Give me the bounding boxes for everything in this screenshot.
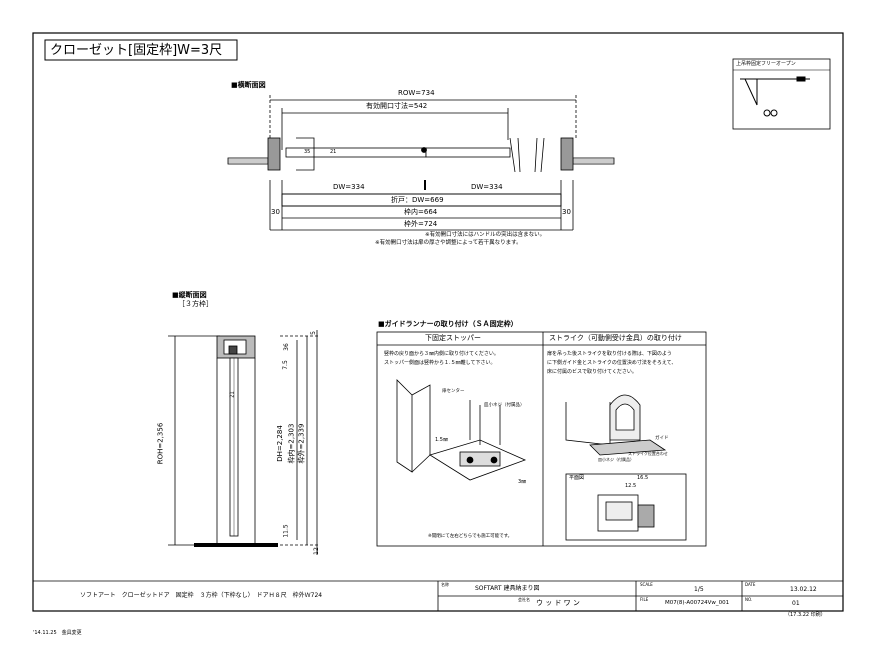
guide-right-label-1: ガイド xyxy=(655,436,669,441)
title-block-product: ソフトアート クローゼットドア 固定枠 ３方枠（下枠なし） ドアＨ８尺 枠外Ｗ7… xyxy=(80,592,323,599)
section-subheading: ［３方枠］ xyxy=(178,300,213,308)
section-frame-outer: 枠外=2,339 xyxy=(297,423,306,464)
title-block-company: ウ ッ ド ワ ン xyxy=(536,599,580,607)
guide-right-label-3: ストライク位置合わせ xyxy=(628,451,668,456)
title-block-no-label: NO. xyxy=(745,597,753,602)
guide-left-dim-2: 3㎜ xyxy=(518,479,527,485)
section-d75: 7.5 xyxy=(281,360,289,370)
plan-frame-inner: 枠内=664 xyxy=(404,208,438,216)
guide-left-label-2: 皿小ネジ（付属品） xyxy=(484,403,525,408)
title-block xyxy=(33,580,843,611)
guide-right-text-3: 床に付属のビスで取り付けてください。 xyxy=(547,369,637,375)
section-d5: 5 xyxy=(309,331,317,335)
section-frame-inner: 枠内=2,303 xyxy=(287,423,296,464)
section-d21: 21 xyxy=(229,391,236,398)
guide-right-sub: 平面図 xyxy=(569,475,585,481)
section-d12: 12 xyxy=(312,547,320,555)
plan-note-2: ※有効開口寸法は扉の厚さや調整によって若干異なります。 xyxy=(375,240,522,246)
section-roh: ROH=2,356 xyxy=(156,422,165,465)
page-title: クローゼット[固定枠]W=3尺 xyxy=(50,43,223,58)
title-block-print-date: （17.3.22 印刷） xyxy=(785,612,826,618)
legend-box xyxy=(732,58,831,130)
vertical-section xyxy=(168,330,320,555)
plan-section xyxy=(227,95,615,231)
plan-row: ROW=734 xyxy=(398,89,435,97)
guide-left-title: 下固定ストッパー xyxy=(425,334,481,342)
revision-note: '14.11.25 金具変更 xyxy=(33,630,82,636)
legend-symbol xyxy=(740,76,810,117)
plan-heading: ■横断面図 xyxy=(231,81,266,89)
section-d36: 36 xyxy=(282,343,290,351)
guide-left-dim-1: 1.5㎜ xyxy=(435,437,448,443)
plan-dim-35: 35 xyxy=(304,149,311,155)
title-block-date: 13.02.12 xyxy=(790,586,817,593)
title-block-name: SOFTART 建具納まり図 xyxy=(475,585,540,592)
section-d115: 11.5 xyxy=(282,524,290,538)
guide-right-text-1: 扉を吊った後ストライクを取り付ける際は、下図のよう xyxy=(547,351,672,357)
title-block-name-label: 名称 xyxy=(441,582,449,587)
section-heading: ■縦断面図 xyxy=(172,291,207,299)
title-block-no: 01 xyxy=(792,600,800,607)
plan-edge-left: 30 xyxy=(271,208,280,216)
title-block-file-label: FILE xyxy=(640,597,649,602)
guide-right-label-2: 皿小ネジ（付属品） xyxy=(598,457,634,462)
title-block-file: M07(8)-A00724Vw_001 xyxy=(665,600,730,606)
plan-dw-right: DW=334 xyxy=(471,183,503,191)
title-block-scale: 1/5 xyxy=(694,586,704,593)
plan-frame-outer: 枠外=724 xyxy=(404,220,438,228)
plan-note-1: ※有効開口寸法にはハンドルの突出は含まない。 xyxy=(425,232,546,238)
title-box xyxy=(44,39,238,61)
plan-dw-left: DW=334 xyxy=(333,183,365,191)
plan-fold-door: 折戸：DW=669 xyxy=(391,196,444,204)
guide-left-text-2: ストッパー側面は竪枠から１.５㎜離して下さい。 xyxy=(384,360,496,366)
guide-right-title: ストライク（可動側受け金具）の取り付け xyxy=(549,334,682,342)
title-block-scale-label: SCALE xyxy=(640,582,653,587)
guide-right-d2: 12.5 xyxy=(625,483,637,489)
plan-dim-21: 21 xyxy=(330,149,337,155)
guide-right-d1: 16.5 xyxy=(637,475,649,481)
title-block-date-label: DATE xyxy=(745,582,756,587)
legend-label: 上吊枠固定フリーオープン xyxy=(736,61,796,67)
title-block-company-label: 会社名 xyxy=(518,597,530,602)
guide-left-text-1: 竪枠の戻り面から３㎜内側に取り付けてください。 xyxy=(384,351,499,357)
guide-heading: ■ガイドランナーの取り付け（ＳＡ固定枠） xyxy=(378,320,518,328)
guide-left-label-1: 扉センター xyxy=(442,389,465,394)
guide-right-text-2: に下側ガイド金とストライクの位置決め寸法をそろえて、 xyxy=(547,360,677,366)
section-dh: DH=2,284 xyxy=(275,425,284,462)
guide-left-note: ※開閉にて左右どちらでも施工可能です。 xyxy=(428,534,513,539)
guide-panel xyxy=(376,331,707,547)
plan-effective-opening: 有効開口寸法=542 xyxy=(366,102,428,110)
plan-edge-right: 30 xyxy=(562,208,571,216)
